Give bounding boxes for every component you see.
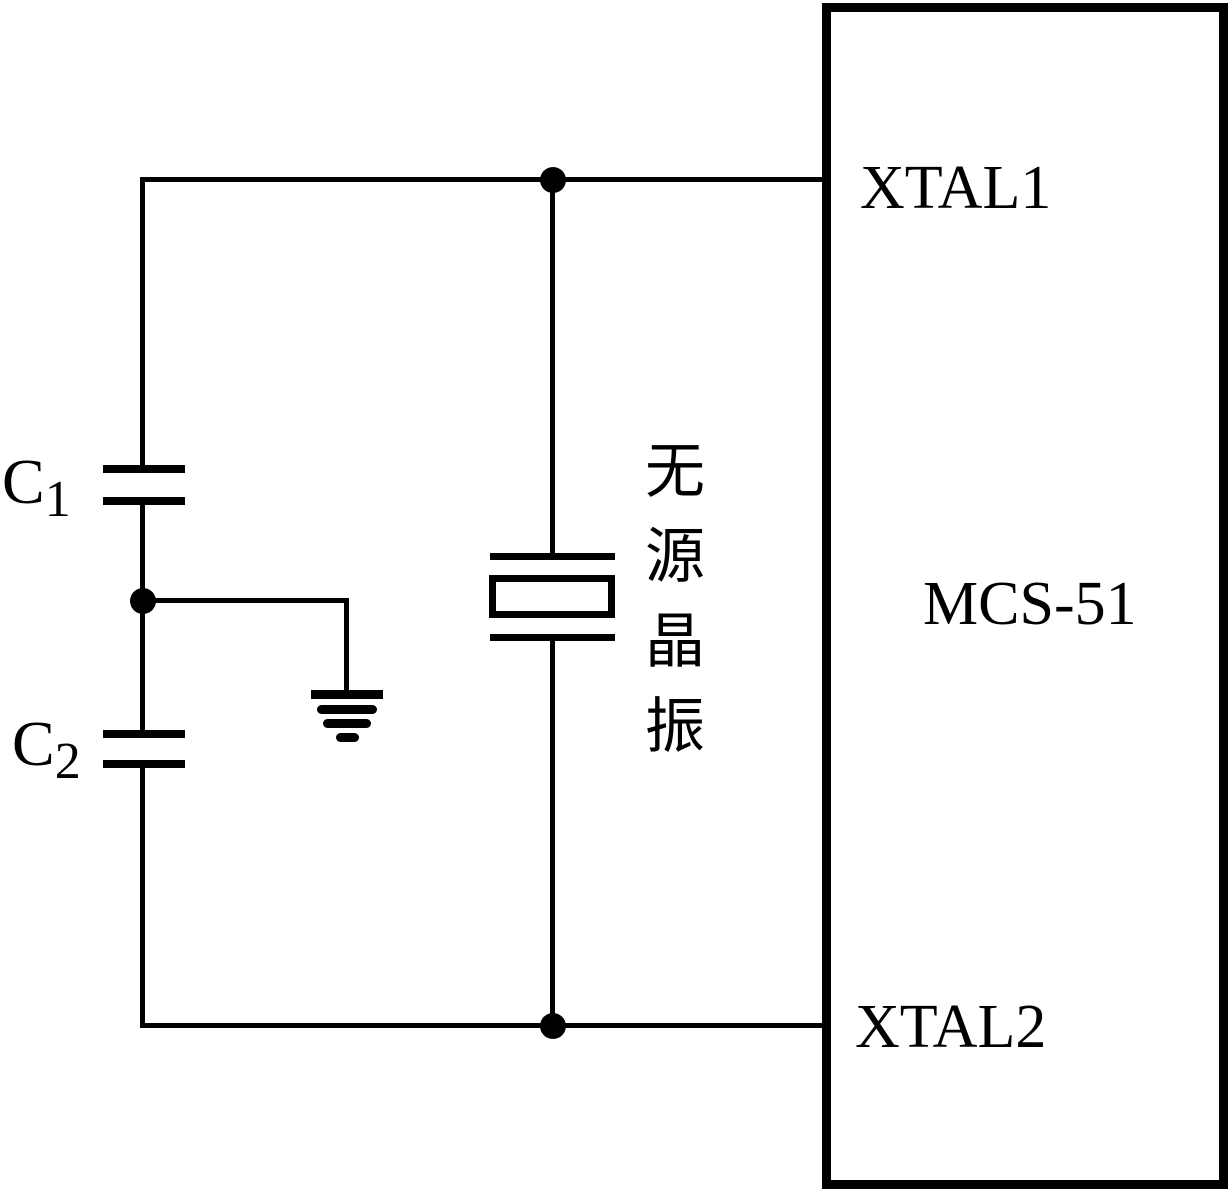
crystal-annotation: 无 源 晶 振: [643, 430, 707, 770]
crystal-wire-lower: [550, 641, 555, 1026]
ground-branch-horizontal-wire: [143, 598, 349, 603]
left-wire-middle: [140, 505, 145, 730]
c2-label: C2: [12, 712, 81, 788]
c2-subscript: 2: [54, 733, 81, 790]
c1-top-plate: [103, 465, 185, 473]
crystal-top-plate: [490, 553, 615, 560]
crystal-bottom-plate: [490, 634, 615, 641]
ground-bar-1: [311, 690, 383, 699]
ground-bar-4: [336, 733, 359, 742]
left-wire-upper: [140, 177, 145, 465]
pin-label-xtal2: XTAL2: [855, 993, 1047, 1061]
mcu-box: [822, 3, 1228, 1189]
crystal-annotation-char-2: 源: [645, 524, 705, 590]
bottom-wire: [140, 1023, 826, 1028]
junction-dot-cap-midpoint: [130, 588, 156, 614]
left-wire-lower: [140, 768, 145, 1028]
c2-bottom-plate: [103, 760, 185, 768]
crystal-annotation-char-1: 无: [645, 439, 705, 505]
ground-bar-2: [317, 705, 377, 714]
crystal-annotation-char-4: 振: [645, 694, 705, 760]
top-wire: [140, 177, 826, 182]
ground-branch-vertical-wire: [344, 598, 349, 691]
crystal-annotation-char-3: 晶: [645, 609, 705, 675]
junction-dot-xtal1: [540, 167, 566, 193]
c1-letter: C: [2, 446, 45, 517]
ground-bar-3: [323, 719, 371, 728]
mcu-name-label: MCS-51: [923, 570, 1137, 638]
crystal-wire-upper: [550, 177, 555, 553]
c2-letter: C: [12, 708, 55, 779]
junction-dot-xtal2: [540, 1013, 566, 1039]
crystal-body: [489, 575, 615, 618]
c1-subscript: 1: [44, 471, 71, 528]
c1-bottom-plate: [103, 497, 185, 505]
pin-label-xtal1: XTAL1: [860, 154, 1052, 222]
c2-top-plate: [103, 730, 185, 738]
c1-label: C1: [2, 450, 71, 526]
